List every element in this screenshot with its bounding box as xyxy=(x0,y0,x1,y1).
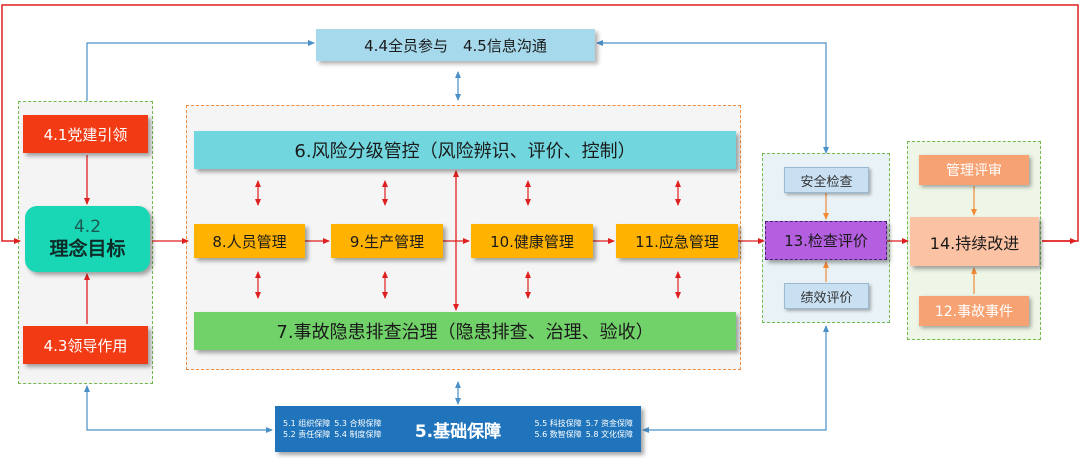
node-14-continuous-improvement: 14.持续改进 xyxy=(910,217,1039,266)
node-4-2-number: 4.2 xyxy=(73,217,102,237)
sub-5-7: 5.7 资金保障 xyxy=(585,418,633,428)
sub-5-1: 5.1 组织保障 xyxy=(283,418,331,428)
node-4-3-leadership-role: 4.3领导作用 xyxy=(23,326,148,364)
node-9-production-management: 9.生产管理 xyxy=(331,224,443,258)
node-7-hazard-management: 7.事故隐患排查治理（隐患排查、治理、验收） xyxy=(194,312,736,350)
basic-guarantee-title: 5.基础保障 xyxy=(414,421,502,442)
node-10-health-management: 10.健康管理 xyxy=(471,224,593,258)
top-bar-right-connector xyxy=(596,40,829,154)
node-12-accident-events: 12.事故事件 xyxy=(919,296,1029,326)
node-5-basic-guarantee: 5.1 组织保障 5.3 合规保障 5.2 责任保障 5.4 制度保障 5.基础… xyxy=(275,406,641,452)
bottom-bar-left-connector xyxy=(84,385,273,433)
basic-guarantee-sub-right: 5.5 科技保障 5.7 资金保障 5.6 数智保障 5.8 文化保障 xyxy=(534,419,633,440)
node-safety-check: 安全检查 xyxy=(784,167,869,193)
node-6-risk-control: 6.风险分级管控（风险辨识、评价、控制） xyxy=(194,131,736,169)
node-management-review: 管理评审 xyxy=(919,155,1029,185)
sub-5-2: 5.2 责任保障 xyxy=(283,429,331,439)
node-13-inspection-evaluation: 13.检查评价 xyxy=(765,221,887,260)
sub-5-8: 5.8 文化保障 xyxy=(585,429,633,439)
sub-5-5: 5.5 科技保障 xyxy=(534,418,582,428)
sub-5-6: 5.6 数智保障 xyxy=(534,429,582,439)
node-4-2-philosophy-goal: 4.2 理念目标 xyxy=(25,206,150,272)
top-bar-left-connector xyxy=(86,40,315,101)
node-11-emergency-management: 11.应急管理 xyxy=(616,224,738,258)
sub-5-4: 5.4 制度保障 xyxy=(334,429,382,439)
sub-5-3: 5.3 合规保障 xyxy=(334,418,382,428)
node-8-personnel-management: 8.人员管理 xyxy=(194,224,305,258)
node-performance-evaluation: 绩效评价 xyxy=(784,283,869,309)
node-4-4-4-5-participation-communication: 4.4全员参与 4.5信息沟通 xyxy=(316,29,595,61)
node-4-1-party-leadership: 4.1党建引领 xyxy=(23,115,148,153)
basic-guarantee-sub-left: 5.1 组织保障 5.3 合规保障 5.2 责任保障 5.4 制度保障 xyxy=(283,419,382,440)
node-4-2-label: 理念目标 xyxy=(49,238,126,260)
bottom-bar-right-connector xyxy=(642,325,829,433)
